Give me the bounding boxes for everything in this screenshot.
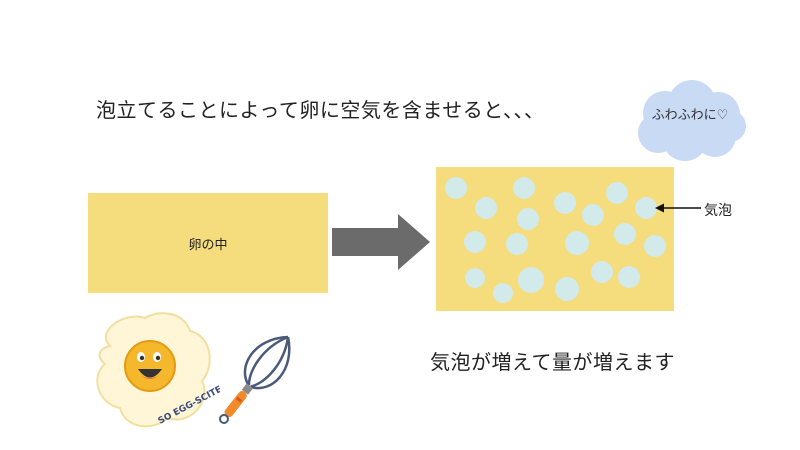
right-arrow-icon bbox=[332, 214, 430, 270]
egg-box-label: 卵の中 bbox=[188, 237, 228, 253]
bubble bbox=[618, 266, 640, 288]
pointer-arrow-icon bbox=[655, 203, 701, 213]
foam-box bbox=[436, 167, 674, 311]
egg-sticker-illustration: SO EGG-SCITED! bbox=[96, 312, 220, 428]
bubble bbox=[493, 283, 513, 303]
bubble bbox=[506, 233, 528, 255]
bubble bbox=[565, 231, 589, 255]
bubble-label: 気泡 bbox=[704, 203, 732, 219]
slide-title: 泡立てることによって卵に空気を含ませると、、、 bbox=[96, 98, 545, 122]
bubble bbox=[518, 267, 544, 293]
whisk-illustration bbox=[218, 335, 291, 424]
bubble bbox=[644, 235, 666, 257]
bubble bbox=[635, 197, 657, 219]
cloud-shape bbox=[638, 80, 746, 161]
bubble bbox=[475, 197, 497, 219]
bubble bbox=[555, 277, 579, 301]
egg-inside-box: 卵の中 bbox=[88, 193, 328, 293]
bubble bbox=[614, 223, 636, 245]
bubble bbox=[554, 192, 576, 214]
result-text: 気泡が増えて量が増えます bbox=[430, 350, 675, 374]
bubble bbox=[465, 268, 485, 288]
bubble bbox=[582, 204, 604, 226]
bubble bbox=[464, 231, 486, 253]
bubble bbox=[517, 208, 539, 230]
bubble bbox=[445, 177, 467, 199]
cloud-text: ふわふわに♡ bbox=[651, 108, 729, 123]
bubble bbox=[591, 261, 613, 283]
bubble bbox=[513, 177, 535, 199]
bubble bbox=[606, 182, 628, 204]
